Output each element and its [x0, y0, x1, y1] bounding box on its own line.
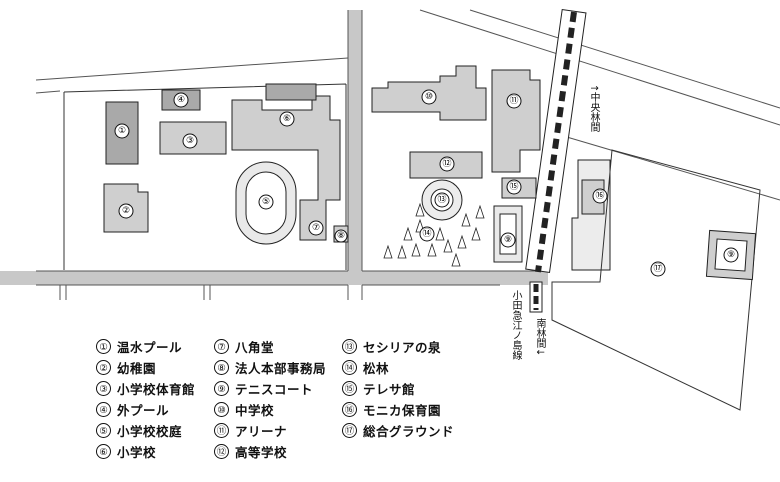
marker-5-text: ⑤: [262, 197, 270, 207]
station-label-minami-rinkan: 南林間↓: [534, 318, 545, 357]
building-elementary-school: [231, 95, 341, 241]
marker-12: ⑫: [439, 156, 455, 172]
marker-9b: ⑨: [723, 247, 739, 263]
marker-12-text: ⑫: [442, 158, 451, 169]
building-monica-nursery: [571, 159, 611, 271]
building-arena: [491, 69, 541, 173]
marker-8: ⑧: [334, 229, 348, 243]
marker-10-text: ⑩: [425, 92, 433, 102]
marker-13-text: ⑬: [437, 194, 446, 205]
marker-14: ⑭: [419, 226, 435, 242]
building-elementary-annex: [265, 83, 317, 101]
marker-17-text: ⑰: [653, 263, 662, 274]
marker-2: ②: [118, 203, 134, 219]
marker-9a-text: ⑨: [504, 235, 512, 245]
marker-11: ⑪: [506, 93, 522, 109]
pine-grove: [383, 202, 485, 267]
marker-16-text: ⑯: [595, 190, 604, 201]
sports-ground-boundary: [551, 149, 761, 411]
marker-9a: ⑨: [500, 232, 516, 248]
marker-1-text: ①: [118, 126, 126, 136]
fountain: [421, 179, 463, 221]
marker-16: ⑯: [592, 188, 608, 204]
map-markers: ① ② ③ ④ ⑤ ⑥ ⑦ ⑧ ⑨ ⑩ ⑪ ⑫ ⑬ ⑭ ⑮ ⑯ ⑰ ⑨: [114, 89, 739, 277]
marker-1: ①: [114, 123, 130, 139]
marker-3: ③: [182, 133, 198, 149]
marker-8-text: ⑧: [337, 231, 345, 241]
marker-6-text: ⑥: [283, 114, 291, 124]
marker-5: ⑤: [258, 194, 274, 210]
marker-4-text: ④: [177, 95, 185, 105]
marker-2-text: ②: [122, 206, 130, 216]
marker-9b-text: ⑨: [727, 250, 735, 260]
marker-15: ⑮: [506, 179, 522, 195]
marker-6: ⑥: [279, 111, 295, 127]
marker-7: ⑦: [308, 220, 324, 236]
railway-line-name: 小田急江ノ島線: [510, 290, 521, 360]
marker-17: ⑰: [650, 261, 666, 277]
marker-4: ④: [173, 92, 189, 108]
roads: [0, 10, 548, 285]
marker-7-text: ⑦: [312, 223, 320, 233]
road-edges: [35, 9, 780, 300]
marker-3-text: ③: [186, 136, 194, 146]
marker-10: ⑩: [421, 89, 437, 105]
marker-14-text: ⑭: [422, 228, 431, 239]
marker-13: ⑬: [434, 192, 450, 208]
marker-11-text: ⑪: [509, 95, 518, 106]
railway: [525, 9, 587, 273]
station-label-chuo-rinkan: ↑中央林間: [588, 84, 599, 133]
marker-15-text: ⑮: [509, 181, 518, 192]
